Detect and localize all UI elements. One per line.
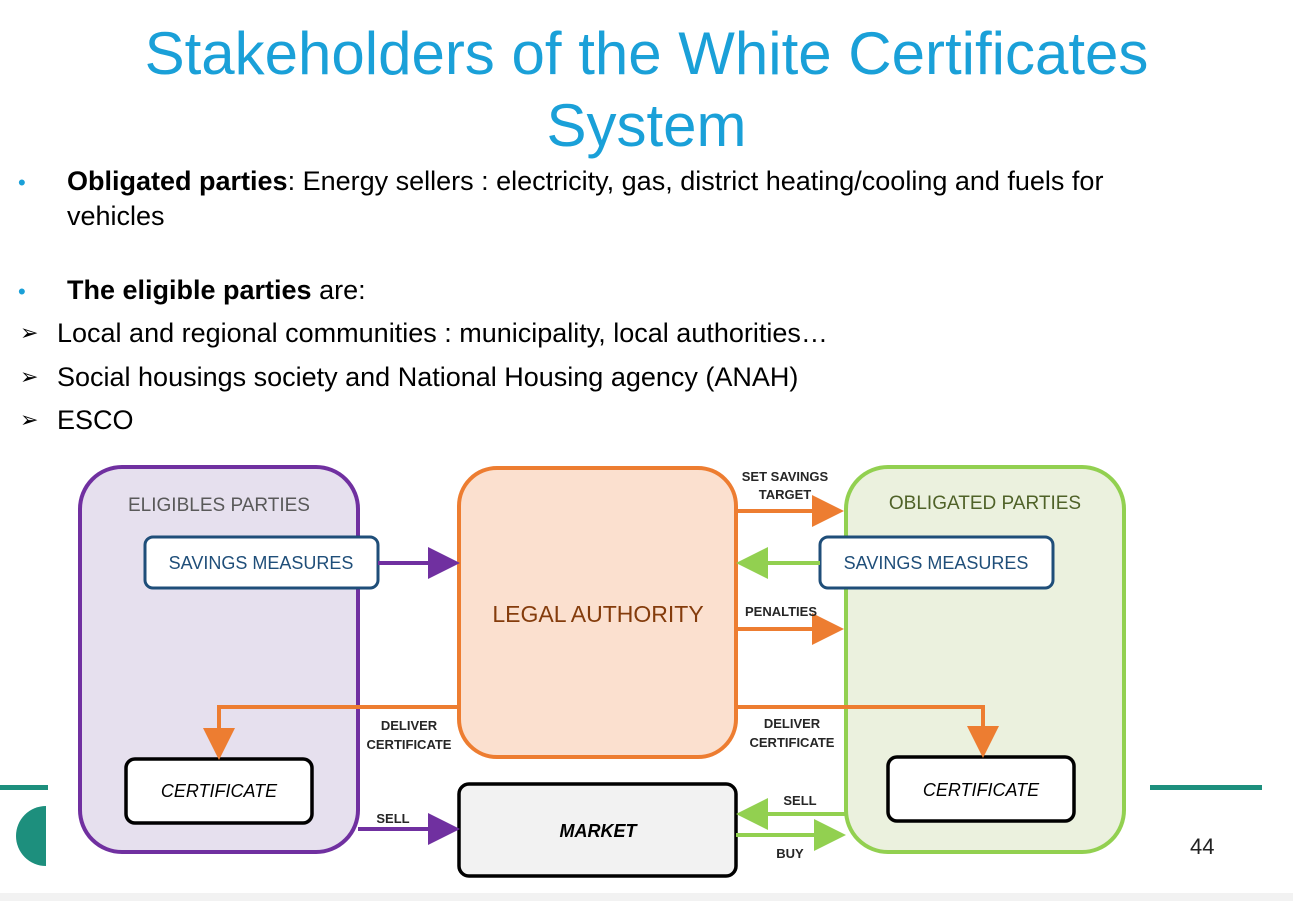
arrow-bullet-icon: ➢ [20,407,39,432]
set-savings-label-1: SET SAVINGS [742,469,829,484]
penalties-label: PENALTIES [745,604,817,619]
logo-mask [46,800,80,875]
sub-item-social-housing: Social housings society and National Hou… [57,362,799,392]
deliver-right-label-2: CERTIFICATE [750,735,835,750]
set-savings-label-2: TARGET [759,487,812,502]
obligated-parties-label: OBLIGATED PARTIES [889,493,1081,514]
title-line-1: Stakeholders of the White Certificates [144,20,1149,87]
buy-label: BUY [776,846,804,861]
arrow-bullet-icon: ➢ [20,320,39,345]
sell-left-label: SELL [376,811,409,826]
certificate-right-label: CERTIFICATE [923,780,1040,800]
legal-authority-box [457,466,738,759]
arrow-deliver-certificate-left [203,705,459,760]
footer-line-left [0,785,48,790]
bullet-eligible-bold: The eligible parties [67,275,312,305]
bullet-obligated-continuation: vehicles [67,201,165,231]
bullet-eligible-parties: The eligible parties are: [67,273,366,307]
eligible-parties-label: ELIGIBLES PARTIES [128,495,310,516]
legal-authority-label: LEGAL AUTHORITY [492,601,703,627]
bullet-obligated-bold: Obligated parties [67,166,288,196]
sub-item-communities: Local and regional communities : municip… [57,318,828,348]
savings-measures-left-label: SAVINGS MEASURES [169,553,354,573]
savings-measures-right-label: SAVINGS MEASURES [844,553,1029,573]
deliver-left-label-1: DELIVER [381,718,438,733]
slide-title: Stakeholders of the White Certificates S… [0,18,1293,162]
sub-item-esco: ESCO [57,405,134,435]
deliver-left-label-2: CERTIFICATE [367,737,452,752]
page-number: 44 [1190,834,1215,859]
bullet-dot: • [18,279,26,304]
deliver-right-label-1: DELIVER [764,716,821,731]
bullet-obligated-parties: Obligated parties: Energy sellers : elec… [67,164,1103,198]
certificate-left-label: CERTIFICATE [161,781,278,801]
footer-line-right [1150,785,1262,790]
sell-right-label: SELL [783,793,816,808]
bullet-eligible-text: are: [311,275,366,305]
footer-band [0,893,1293,901]
title-line-2: System [546,92,747,159]
bullet-obligated-text: : Energy sellers : electricity, gas, dis… [287,166,1104,196]
market-label: MARKET [560,821,639,841]
arrow-deliver-certificate-right [736,705,999,758]
arrow-bullet-icon: ➢ [20,364,39,389]
bullet-dot: • [18,170,26,195]
